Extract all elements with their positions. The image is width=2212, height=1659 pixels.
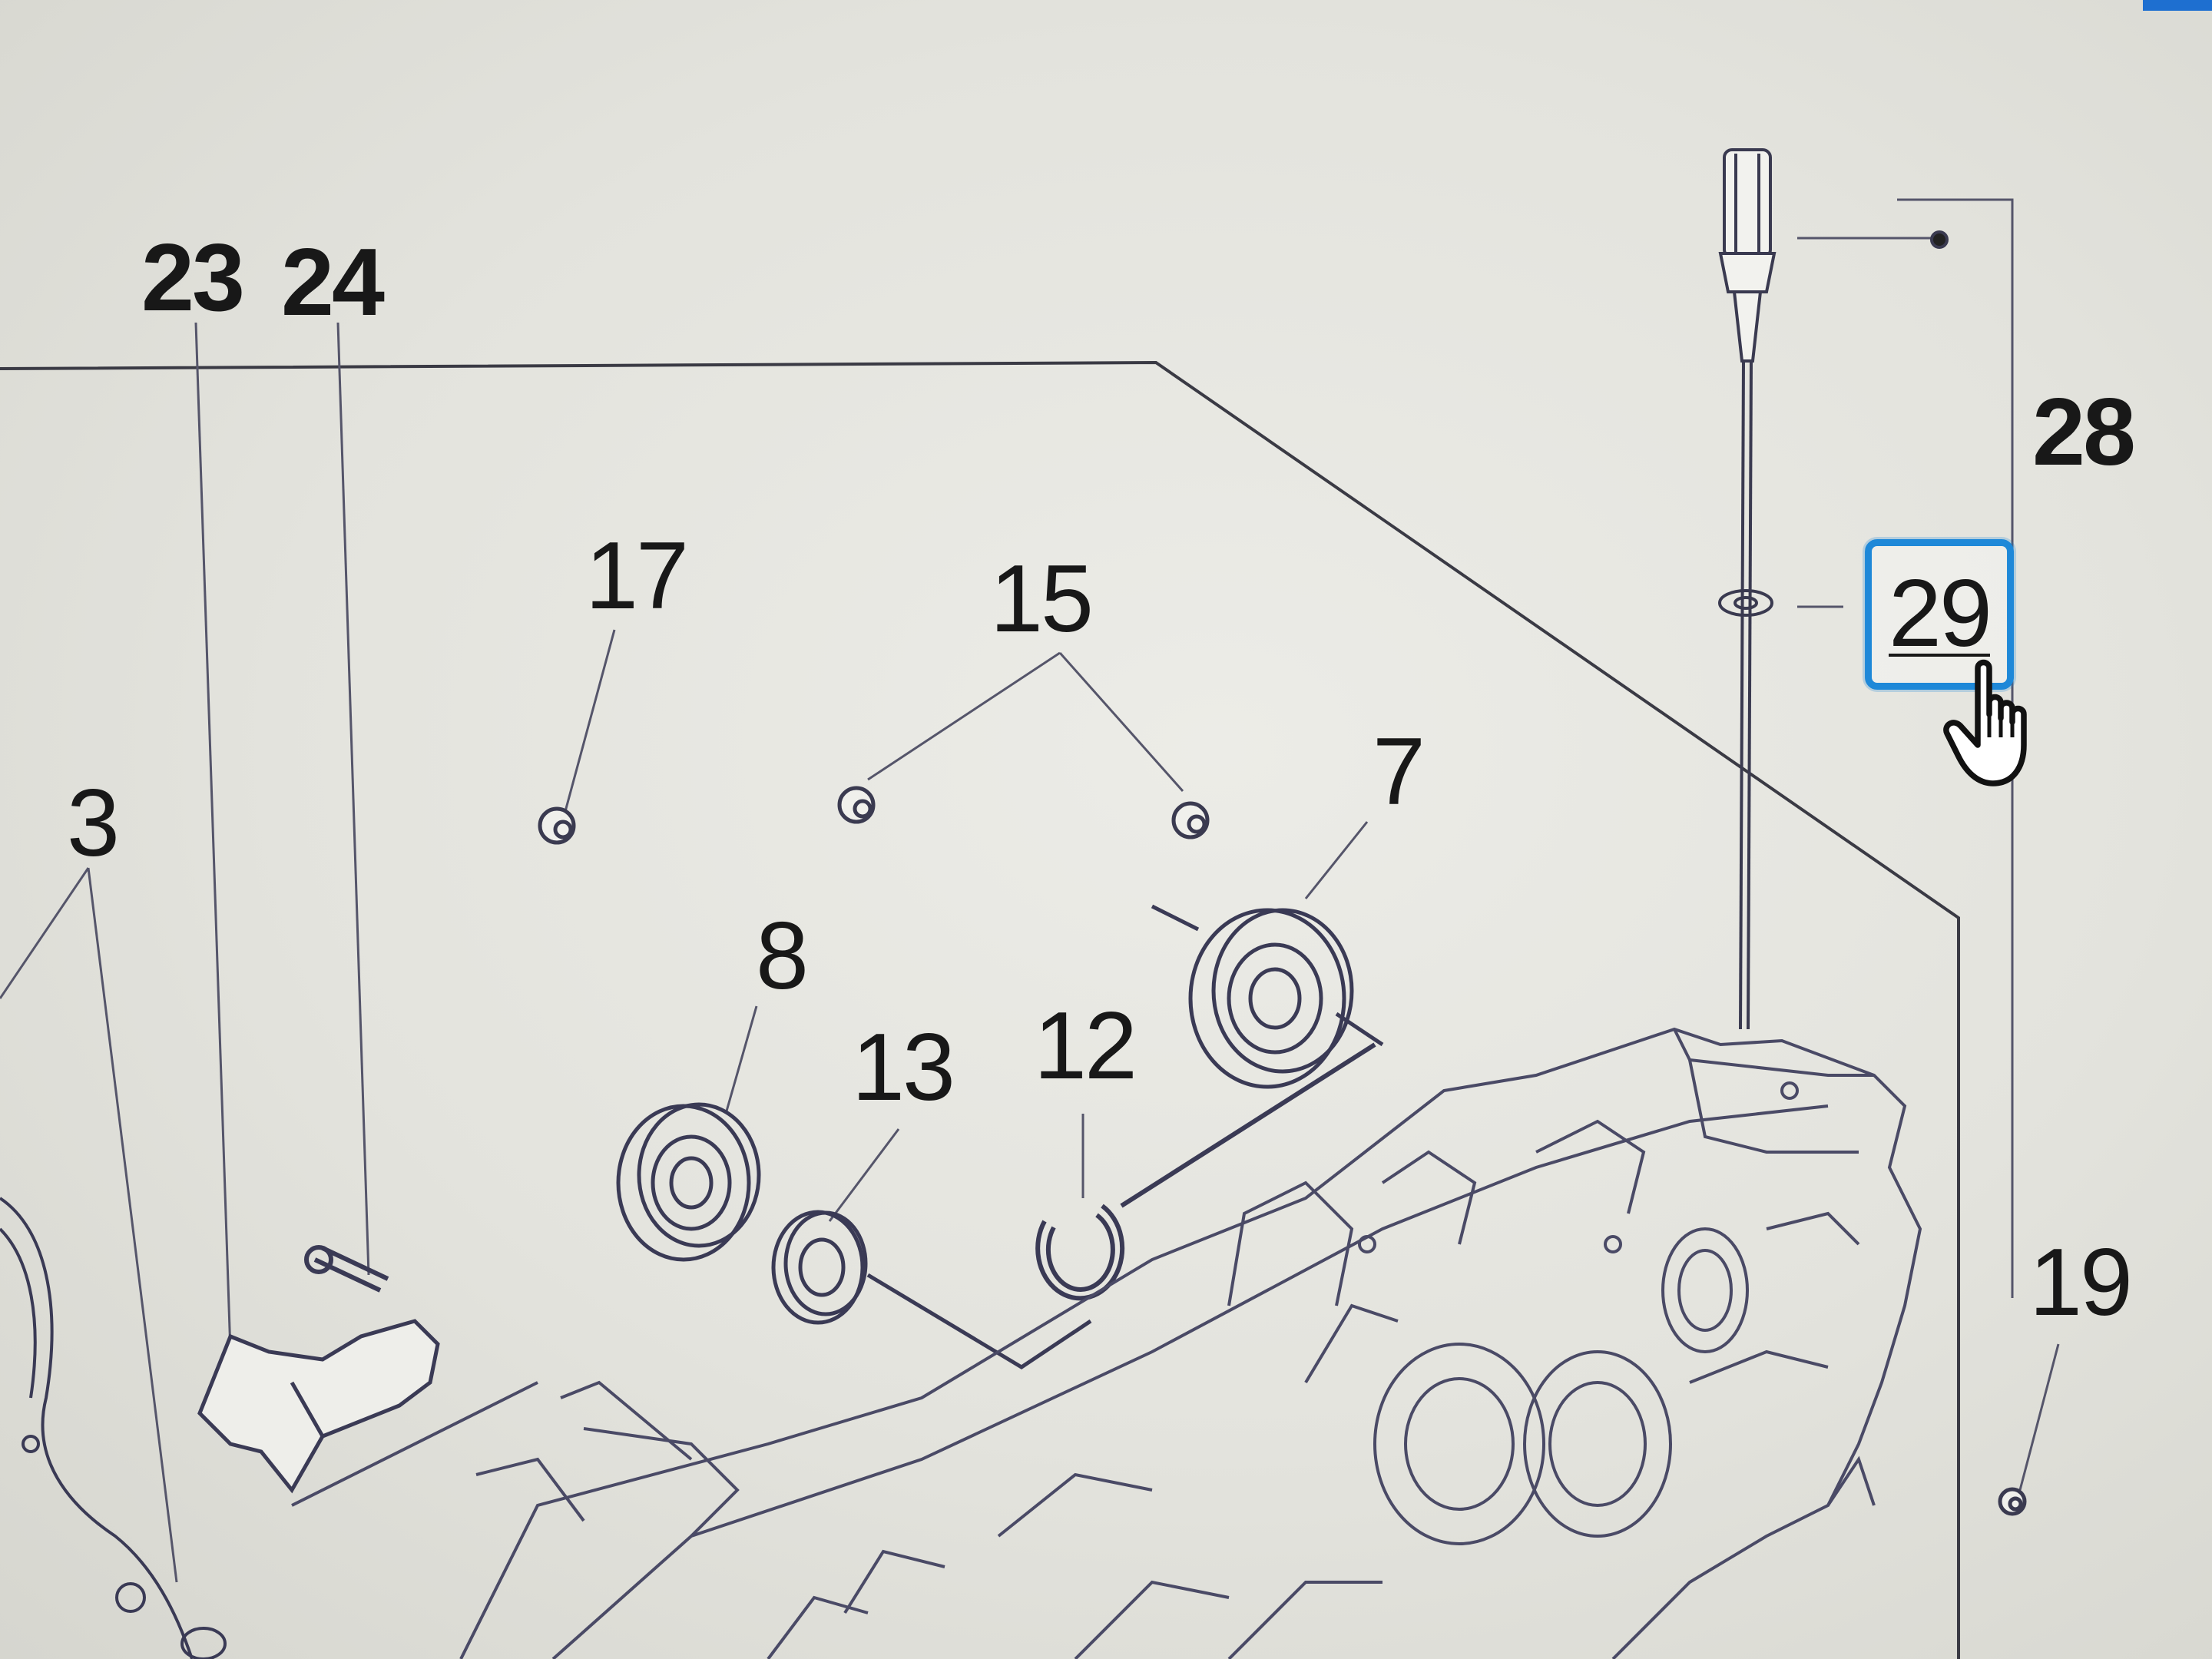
callout-13[interactable]: 13: [852, 1015, 955, 1121]
callout-29-label: 29: [1889, 561, 1992, 667]
callout-19[interactable]: 19: [2029, 1230, 2133, 1336]
gasket-part-3: [0, 1197, 227, 1659]
callout-17[interactable]: 17: [585, 523, 689, 629]
bearing-part-8: [616, 1102, 761, 1262]
window-accent: [2143, 0, 2212, 11]
callout-23[interactable]: 23: [141, 225, 245, 331]
callout-7[interactable]: 7: [1373, 719, 1426, 825]
bearing-part-7: [1151, 904, 1384, 1089]
callout-24[interactable]: 24: [281, 230, 385, 336]
callout-8[interactable]: 8: [756, 903, 809, 1009]
crankcase-housing: [291, 1027, 1922, 1659]
dipstick-part-28: [1718, 148, 1949, 1030]
washer-part-29: [1718, 589, 1773, 617]
leader-lines: [0, 198, 2060, 1583]
callout-12[interactable]: 12: [1034, 993, 1137, 1099]
bracket-part-23: [197, 1319, 440, 1494]
bolt-part-24: [304, 1245, 389, 1293]
plug-parts: [538, 786, 2027, 1516]
seal-part-13: [771, 1210, 1092, 1369]
section-boundary: [0, 360, 1960, 1659]
callout-28[interactable]: 28: [2032, 379, 2136, 485]
hand-pointer-icon: [1943, 659, 2027, 786]
callout-3[interactable]: 3: [67, 770, 120, 876]
callout-15[interactable]: 15: [990, 546, 1094, 652]
